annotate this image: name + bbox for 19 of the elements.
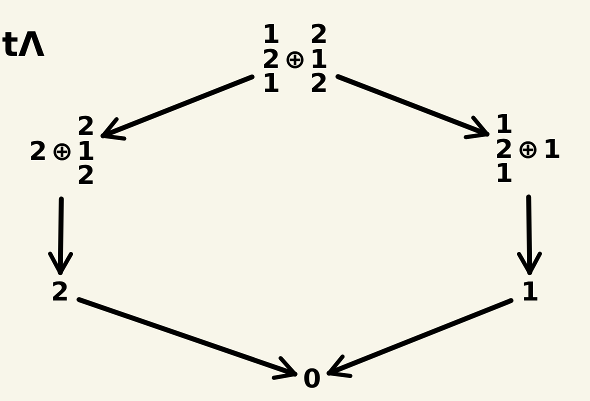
module-term: 1 xyxy=(520,280,540,306)
arrow xyxy=(76,297,298,380)
heading-label: tΛ xyxy=(2,28,45,62)
arrow xyxy=(48,196,74,276)
module-term: 1 2 1 xyxy=(495,112,514,188)
module-term: 2 xyxy=(50,280,70,306)
module-term: 0 xyxy=(302,368,322,392)
module-term: ⊕ xyxy=(517,138,539,162)
module-term: 2 1 2 xyxy=(76,114,95,190)
module-term: 2 1 2 xyxy=(310,22,328,98)
module-term: 1 xyxy=(542,138,561,162)
arrow xyxy=(100,74,254,141)
module-term: 2 xyxy=(29,140,48,164)
module-term: 1 2 1 xyxy=(262,22,280,98)
module-term: ⊕ xyxy=(284,48,306,72)
arrow xyxy=(336,74,490,140)
arrow xyxy=(326,298,514,378)
arrow xyxy=(516,194,542,276)
module-term: ⊕ xyxy=(51,140,73,164)
